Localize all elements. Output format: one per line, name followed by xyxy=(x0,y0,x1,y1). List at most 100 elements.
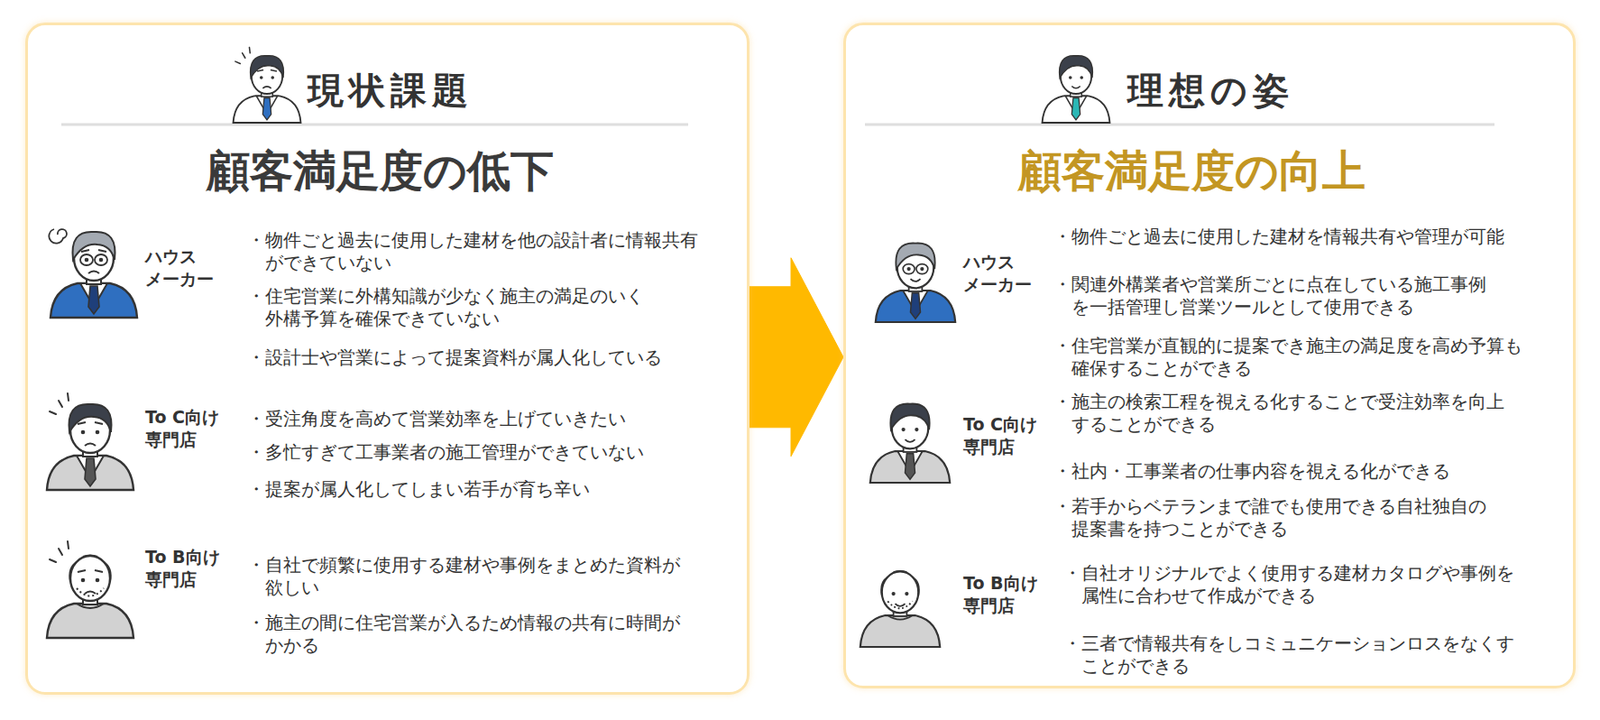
divider-line xyxy=(61,123,689,127)
person-mouth xyxy=(84,443,96,447)
bullet-item: ・施主の検索工程を視える化することで受注効率を向上 することができる xyxy=(1053,390,1564,436)
person-icon xyxy=(46,393,134,490)
bullet-item: ・自社オリジナルでよく使用する建材カタログや事例を 属性に合わせて作成ができる xyxy=(1063,561,1569,607)
heading-text: 現状課題 xyxy=(307,68,474,112)
bullet-item: ・物件ごと過去に使用した建材を情報共有や管理が可能 xyxy=(1053,225,1564,249)
panel-box: 理想の姿顧客満足度の向上ハウス メーカー・物件ごと過去に使用した建材を情報共有や… xyxy=(843,22,1576,689)
person-eye xyxy=(95,578,101,583)
person-tie xyxy=(84,458,96,487)
bullet-item: ・若手からベテランまで誰でも使用できる自社独自の 提案書を持つことができる xyxy=(1053,495,1564,541)
bullet-item: ・関連外構業者や営業所ごとに点在している施工事例 を一括管理し営業ツールとして使… xyxy=(1053,273,1564,319)
person-head xyxy=(882,570,919,613)
person-tie xyxy=(88,285,100,314)
bullet-item: ・受注角度を高めて営業効率を上げていきたい xyxy=(247,407,717,431)
person-body xyxy=(875,290,956,322)
person-icon xyxy=(860,570,940,647)
person-hair xyxy=(881,570,920,596)
person-icon xyxy=(870,403,950,483)
sweat-marks xyxy=(49,393,69,414)
person-mouth xyxy=(84,591,96,595)
person-eye xyxy=(99,257,104,263)
role-label: To B向け 専門店 xyxy=(145,545,236,590)
divider-line xyxy=(864,123,1495,127)
person-icon xyxy=(46,541,134,638)
person-hair xyxy=(68,404,111,433)
person-icon xyxy=(875,242,956,322)
bullet-item: ・三者で情報共有をしコミュニケーションロスをなくす ことができる xyxy=(1063,632,1569,678)
person-body xyxy=(233,95,302,123)
person-hair xyxy=(250,55,285,78)
person-mouth xyxy=(894,603,905,607)
person-eye xyxy=(914,427,919,432)
person-tie xyxy=(910,293,920,320)
person-eye xyxy=(270,75,275,80)
person-beard xyxy=(76,588,104,597)
person-mouth xyxy=(910,278,920,282)
person-eye xyxy=(1079,75,1084,80)
person-body xyxy=(860,615,940,647)
person-icon xyxy=(48,229,138,318)
person-mouth xyxy=(262,86,271,89)
panel-box: 現状課題顧客満足度の低下ハウス メーカー・物件ごと過去に使用した建材を他の設計者… xyxy=(25,22,750,695)
bullet-item: ・社内・工事業者の仕事内容を視える化ができる xyxy=(1053,459,1564,483)
person-body xyxy=(50,283,138,318)
person-hair xyxy=(890,403,929,430)
person-body xyxy=(46,455,134,490)
person-body xyxy=(870,450,950,483)
person-eye xyxy=(891,591,896,596)
person-eye xyxy=(81,430,86,435)
person-tie xyxy=(904,453,915,480)
role-label: To C向け 専門店 xyxy=(145,405,236,451)
person-eye xyxy=(95,430,101,435)
bullet-item: ・住宅営業に外構知識が少なく施主の満足のいく 外構予算を確保できていない xyxy=(247,285,717,331)
person-eye xyxy=(1068,75,1073,80)
person-eye xyxy=(919,266,924,271)
person-brow xyxy=(77,570,103,572)
person-icon xyxy=(233,47,302,123)
heading-text: 理想の姿 xyxy=(1127,68,1295,112)
panel-title: 顧客満足度の向上 xyxy=(875,145,1508,198)
role-label: To C向け 専門店 xyxy=(963,413,1050,458)
sweat-marks xyxy=(235,47,250,65)
person-brow xyxy=(77,422,103,424)
person-hair xyxy=(69,555,111,583)
person-eye xyxy=(904,591,909,596)
person-hair xyxy=(895,242,935,269)
bullet-item: ・物件ごと過去に使用した建材を他の設計者に情報共有 ができていない xyxy=(247,229,717,275)
person-hair xyxy=(72,231,115,260)
panel-title: 顧客満足度の低下 xyxy=(64,145,696,198)
person-mouth xyxy=(1071,85,1080,88)
person-glasses xyxy=(902,264,929,275)
person-mouth xyxy=(904,439,915,442)
person-eye xyxy=(84,257,90,263)
worry-swirl xyxy=(48,229,67,244)
person-eye xyxy=(901,427,906,432)
person-body xyxy=(1042,95,1111,123)
role-label: ハウス メーカー xyxy=(145,245,236,290)
person-brow xyxy=(81,249,107,252)
person-icon xyxy=(1042,55,1111,123)
person-eye xyxy=(907,266,911,271)
person-hair xyxy=(1059,55,1094,78)
bullet-item: ・住宅営業が直観的に提案でき施主の満足度を高め予算も 確保することができる xyxy=(1053,334,1564,380)
person-brow xyxy=(257,70,277,73)
person-head xyxy=(70,555,111,601)
bullet-item: ・提案が属人化してしまい若手が育ち辛い xyxy=(247,478,717,501)
person-mouth xyxy=(88,271,100,275)
bullet-item: ・自社で頻繁に使用する建材や事例をまとめた資料が 欲しい xyxy=(247,553,717,599)
bullet-item: ・多忙すぎて工事業者の施工管理ができていない xyxy=(247,441,717,464)
bullet-item: ・施主の間に住宅営業が入るため情報の共有に時間が かかる xyxy=(247,611,717,657)
bullet-item: ・設計士や営業によって提案資料が属人化している xyxy=(247,346,717,369)
person-eye xyxy=(81,578,86,583)
person-tie xyxy=(262,98,271,120)
person-eye xyxy=(259,75,264,80)
block-arrow xyxy=(749,257,844,457)
role-label: To B向け 専門店 xyxy=(963,571,1050,617)
role-label: ハウス メーカー xyxy=(963,250,1050,295)
person-body xyxy=(46,603,134,638)
person-beard xyxy=(887,600,913,608)
sweat-marks xyxy=(49,541,69,562)
person-glasses xyxy=(80,254,108,266)
